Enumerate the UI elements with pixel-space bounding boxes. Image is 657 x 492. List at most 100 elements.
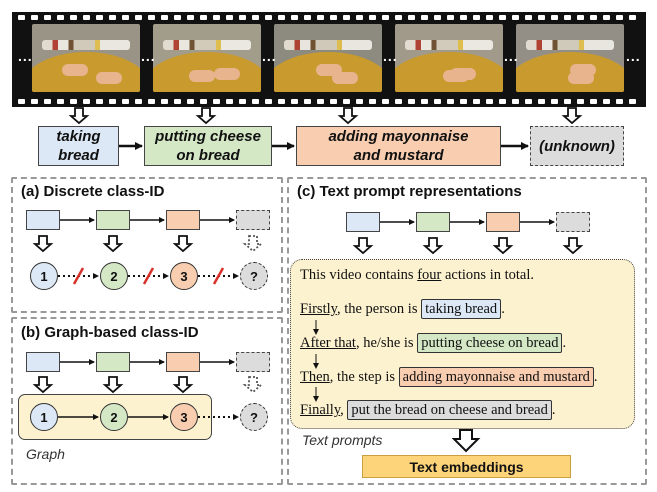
film-perforation [291,15,298,20]
video-frame [516,24,624,92]
class-node-1: 1 [30,262,58,290]
action-label-line1: adding mayonnaise [328,128,469,145]
film-perforation [317,99,324,104]
panel-c-text-prompt-representations [287,177,647,485]
film-perforation [447,15,454,20]
frame-to-action-arrow [68,107,90,125]
kitchen-items [163,40,251,50]
film-perforation [265,15,272,20]
prompt-line-1: Firstly, the person is taking bread. [300,299,505,319]
film-perforation [473,99,480,104]
prompt-end: . [593,369,598,385]
film-perforation [512,15,519,20]
film-perforation [499,99,506,104]
film-perforation [525,99,532,104]
action-box-unknown: (unknown) [530,126,624,166]
prompt-intro-end: actions in total. [441,267,534,283]
hand [189,70,215,82]
film-perforation [616,99,623,104]
film-perforation [434,15,441,20]
kitchen-items [42,40,130,50]
film-perforation [31,99,38,104]
prompt-action-count: four [417,267,442,283]
film-perforation [629,99,636,104]
action-label-line1: putting cheese [155,128,261,145]
video-film-strip: .................. [12,12,646,107]
prompt-line-3: Then, the step is adding mayonnaise and … [300,367,598,387]
film-perforation [57,99,64,104]
box-to-node-arrow [172,235,194,253]
film-perforation [252,99,259,104]
film-perforation [564,15,571,20]
film-perforation [83,99,90,104]
prompt-line-4: Finally, put the bread on cheese and bre… [300,400,556,420]
film-perforation [44,15,51,20]
class-box-2 [416,212,450,232]
film-perforation [434,99,441,104]
film-perforation [421,99,428,104]
action-box-adding-mayonnaise: adding mayonnaise and mustard [296,126,501,166]
film-perforation [148,99,155,104]
prompt-action-highlight: put the bread on cheese and bread [347,400,552,420]
film-ellipsis: ... [504,48,519,64]
frame-to-action-arrow [337,107,359,125]
prompt-middle: , the person is [336,301,422,317]
box-to-node-arrow [172,376,194,394]
video-frame [274,24,382,92]
film-perforation [577,99,584,104]
class-box-3 [486,212,520,232]
film-perforation [44,99,51,104]
film-perforation [382,99,389,104]
film-perforation [343,99,350,104]
hand [450,68,476,80]
film-perforation [278,99,285,104]
prompt-connector: Firstly [300,301,337,317]
class-box-3 [166,352,200,372]
prompt-to-embedding-arrow [451,429,481,453]
film-perforation [538,99,545,104]
film-perforation [525,15,532,20]
class-box-unknown [556,212,590,232]
film-perforation [252,15,259,20]
video-frame [153,24,261,92]
box-to-prompt-arrow [562,237,584,255]
film-perforation [486,99,493,104]
film-ellipsis: ... [626,48,641,64]
film-perforation [239,99,246,104]
class-box-unknown [236,210,270,230]
film-perforation [239,15,246,20]
class-box-1 [26,210,60,230]
film-perforation [369,99,376,104]
frame-to-action-arrow [195,107,217,125]
broken-link-slash [72,267,85,285]
film-perforation [265,99,272,104]
film-perforation [122,15,129,20]
panel-b-graph-based-class-id [11,317,283,485]
film-perforation [70,99,77,104]
prompt-action-highlight: putting cheese on bread [417,333,563,353]
film-perforation [499,15,506,20]
text-prompts-label: Text prompts [302,432,383,448]
prompt-connector: Finally [300,402,341,418]
film-perforation [603,15,610,20]
prompt-end: . [501,301,505,317]
class-box-1 [346,212,380,232]
panel-b-title: (b) Graph-based class-ID [21,324,199,341]
class-box-unknown [236,352,270,372]
frame-to-action-arrow [561,107,583,125]
box-to-prompt-arrow [492,237,514,255]
action-label-line1: taking [56,128,101,145]
film-perforation [590,15,597,20]
box-to-node-arrow [102,235,124,253]
film-perforation [161,99,168,104]
film-perforation [551,99,558,104]
film-perforation [83,15,90,20]
class-node-2: 2 [100,262,128,290]
action-label-line2: and mustard [353,147,444,164]
film-perforation [629,15,636,20]
prompt-intro-text: This video contains [300,267,418,283]
kitchen-items [405,40,493,50]
panel-a-discrete-class-id [11,177,283,313]
